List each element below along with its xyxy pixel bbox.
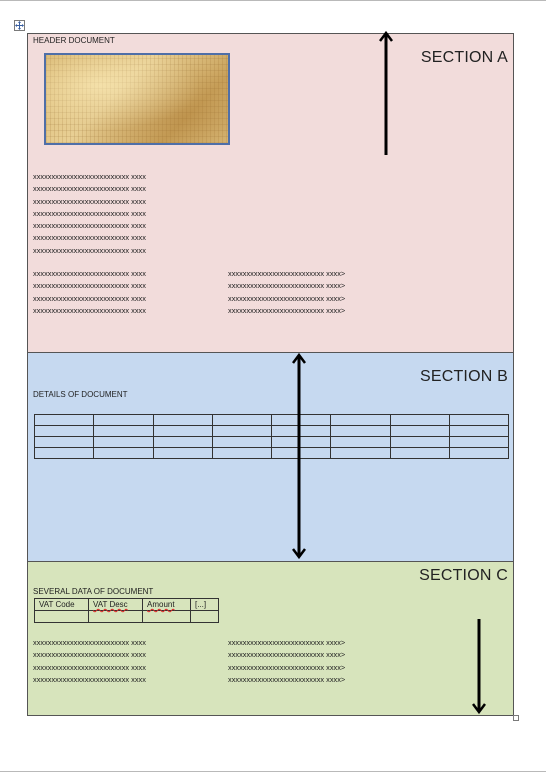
text-line: xxxxxxxxxxxxxxxxxxxxxxxxxx xxxx	[33, 674, 146, 684]
table-cell[interactable]	[152, 425, 213, 437]
section-c-title: SECTION C	[419, 567, 508, 584]
section-c-left-block: xxxxxxxxxxxxxxxxxxxxxxxxxx xxxx xxxxxxxx…	[33, 637, 146, 686]
text-line: xxxxxxxxxxxxxxxxxxxxxxxxxx xxxx	[33, 638, 146, 647]
details-table	[33, 414, 510, 459]
table-cell[interactable]	[448, 447, 510, 459]
details-of-document-label: DETAILS OF DOCUMENT	[33, 390, 128, 399]
text-line: xxxxxxxxxxxxxxxxxxxxxxxxxx xxxx>	[228, 281, 346, 291]
vat-desc-header-text: VAT Desc	[93, 600, 128, 609]
section-c-right-block: xxxxxxxxxxxxxxxxxxxxxxxxxx xxxx> xxxxxxx…	[228, 637, 345, 686]
table-cell[interactable]	[330, 436, 391, 448]
table-cell[interactable]	[88, 610, 143, 623]
section-a-title: SECTION A	[420, 49, 508, 66]
text-line: xxxxxxxxxxxxxxxxxxxxxxxxxx xxxx	[33, 221, 146, 231]
text-line: xxxxxxxxxxxxxxxxxxxxxxxxxx xxxx	[33, 650, 146, 660]
page-top-edge	[0, 0, 546, 1]
several-data-label: SEVERAL DATA OF DOCUMENT	[33, 587, 154, 596]
table-cell[interactable]	[211, 436, 273, 448]
text-line: xxxxxxxxxxxxxxxxxxxxxxxxxx xxxx>	[228, 638, 346, 647]
table-cell[interactable]	[33, 447, 95, 459]
amount-header-text: Amount	[147, 600, 175, 609]
table-cell[interactable]	[211, 447, 273, 459]
table-row: VAT Code VAT Desc Amount [...]	[34, 598, 219, 611]
table-cell[interactable]	[33, 436, 95, 448]
table-cell[interactable]	[142, 610, 191, 623]
page-bottom-edge	[0, 771, 546, 772]
section-a-text-block: xxxxxxxxxxxxxxxxxxxxxxxxxx xxxx xxxxxxxx…	[33, 171, 146, 257]
header-image	[44, 53, 230, 145]
table-cell[interactable]	[34, 610, 89, 623]
table-row	[33, 447, 510, 459]
table-row	[33, 425, 510, 437]
text-line: xxxxxxxxxxxxxxxxxxxxxxxxxx xxxx	[33, 196, 146, 206]
text-line: xxxxxxxxxxxxxxxxxxxxxxxxxx xxxx	[33, 233, 146, 243]
text-line: xxxxxxxxxxxxxxxxxxxxxxxxxx xxxx	[33, 662, 146, 672]
text-line: xxxxxxxxxxxxxxxxxxxxxxxxxx xxxx	[33, 305, 146, 315]
text-line: xxxxxxxxxxxxxxxxxxxxxxxxxx xxxx>	[228, 650, 346, 660]
table-cell[interactable]	[448, 436, 510, 448]
text-line: xxxxxxxxxxxxxxxxxxxxxxxxxx xxxx>	[228, 662, 346, 672]
table-cell[interactable]	[389, 447, 450, 459]
table-cell[interactable]	[152, 414, 213, 426]
table-resize-handle-icon[interactable]	[513, 715, 519, 721]
table-row	[34, 610, 219, 623]
table-cell[interactable]	[93, 414, 154, 426]
text-line: xxxxxxxxxxxxxxxxxxxxxxxxxx xxxx>	[228, 269, 346, 278]
table-cell[interactable]	[152, 436, 213, 448]
table-cell[interactable]	[152, 447, 213, 459]
table-row	[33, 436, 510, 448]
vat-table: VAT Code VAT Desc Amount [...]	[34, 598, 219, 623]
table-cell[interactable]	[330, 447, 391, 459]
table-cell[interactable]	[211, 425, 273, 437]
text-line: xxxxxxxxxxxxxxxxxxxxxxxxxx xxxx>	[228, 293, 346, 303]
section-a-bottom-left-block: xxxxxxxxxxxxxxxxxxxxxxxxxx xxxx xxxxxxxx…	[33, 268, 146, 317]
text-line: xxxxxxxxxxxxxxxxxxxxxxxxxx xxxx	[33, 208, 146, 218]
arrow-up-down-icon	[292, 352, 306, 560]
table-cell[interactable]	[211, 414, 273, 426]
table-cell[interactable]	[448, 425, 510, 437]
section-b: SECTION B DETAILS OF DOCUMENT	[27, 352, 514, 562]
table-cell[interactable]	[448, 414, 510, 426]
section-a: HEADER DOCUMENT SECTION A xxxxxxxxxxxxxx…	[27, 33, 514, 353]
amount-header[interactable]: Amount	[142, 598, 191, 611]
section-a-bottom-right-block: xxxxxxxxxxxxxxxxxxxxxxxxxx xxxx> xxxxxxx…	[228, 268, 345, 317]
arrow-up-icon	[379, 30, 393, 155]
text-line: xxxxxxxxxxxxxxxxxxxxxxxxxx xxxx	[33, 269, 146, 278]
section-b-title: SECTION B	[419, 368, 508, 385]
table-move-handle-icon[interactable]	[14, 20, 25, 31]
table-cell[interactable]	[330, 414, 391, 426]
vat-desc-header[interactable]: VAT Desc	[88, 598, 143, 611]
section-c: SECTION C SEVERAL DATA OF DOCUMENT VAT C…	[27, 561, 514, 716]
table-cell[interactable]	[389, 436, 450, 448]
table-cell[interactable]	[33, 414, 95, 426]
text-line: xxxxxxxxxxxxxxxxxxxxxxxxxx xxxx	[33, 172, 146, 181]
text-line: xxxxxxxxxxxxxxxxxxxxxxxxxx xxxx	[33, 293, 146, 303]
table-cell[interactable]	[330, 425, 391, 437]
table-cell[interactable]	[389, 414, 450, 426]
table-row	[33, 414, 510, 426]
table-cell[interactable]	[93, 425, 154, 437]
text-line: xxxxxxxxxxxxxxxxxxxxxxxxxx xxxx	[33, 281, 146, 291]
table-cell[interactable]	[33, 425, 95, 437]
header-document-label: HEADER DOCUMENT	[33, 36, 115, 45]
text-line: xxxxxxxxxxxxxxxxxxxxxxxxxx xxxx>	[228, 674, 346, 684]
arrow-down-icon	[472, 619, 486, 715]
text-line: xxxxxxxxxxxxxxxxxxxxxxxxxx xxxx>	[228, 305, 346, 315]
table-cell[interactable]	[93, 447, 154, 459]
table-cell[interactable]	[389, 425, 450, 437]
text-line: xxxxxxxxxxxxxxxxxxxxxxxxxx xxxx	[33, 245, 146, 255]
table-cell[interactable]	[190, 610, 219, 623]
vat-code-header[interactable]: VAT Code	[34, 598, 89, 611]
more-columns-header[interactable]: [...]	[190, 598, 219, 611]
text-line: xxxxxxxxxxxxxxxxxxxxxxxxxx xxxx	[33, 184, 146, 194]
table-cell[interactable]	[93, 436, 154, 448]
